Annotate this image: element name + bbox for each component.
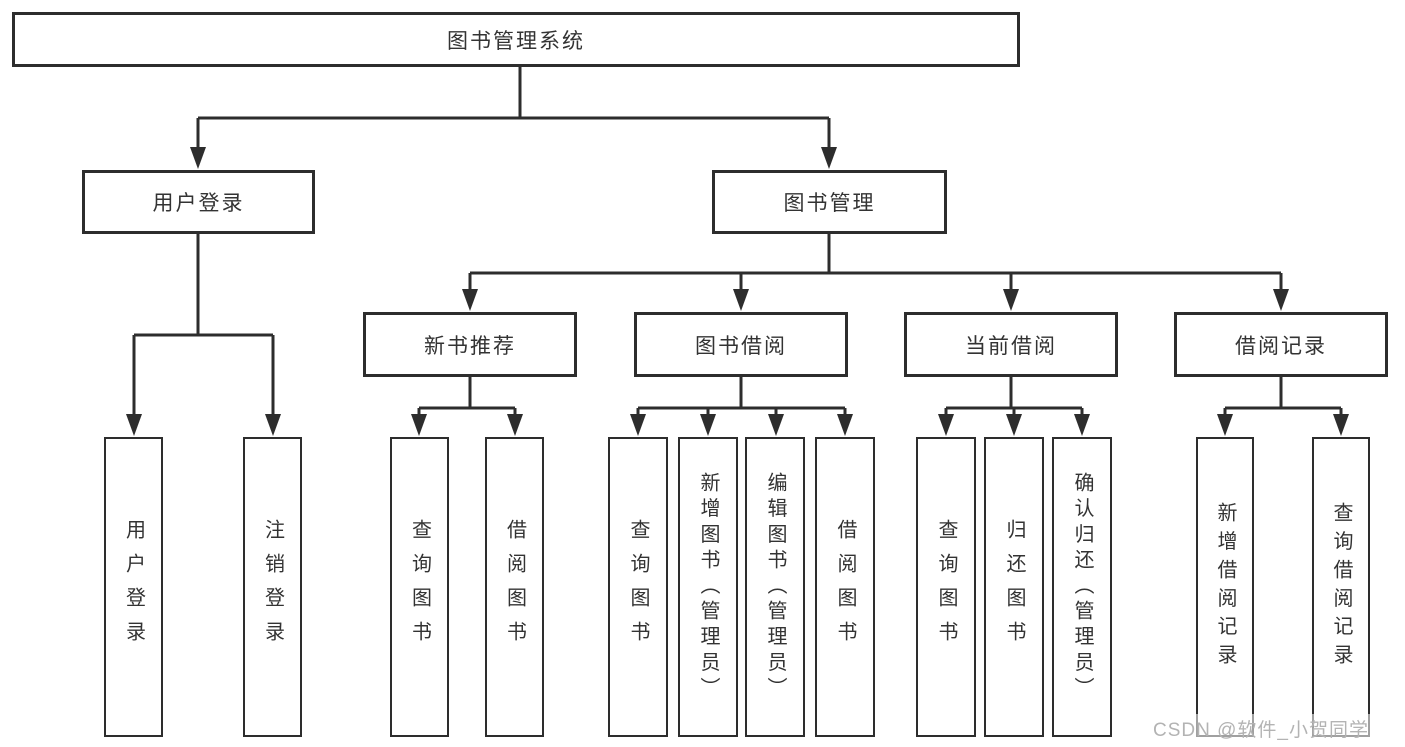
leaf-edit-books-admin: 编辑图书（管理员）: [745, 437, 805, 737]
arrow-leaf-2: [265, 414, 281, 436]
leaf-recommend-query-books-label: 查询图书: [408, 519, 431, 655]
leaf-borrow-query-books-label: 查询图书: [627, 519, 649, 655]
leaf-add-borrow-record-label: 新增借阅记录: [1214, 501, 1236, 673]
node-new-book-recommend-label: 新书推荐: [424, 334, 516, 358]
arrow-to-records: [1273, 289, 1289, 311]
leaf-confirm-return-admin-label: 确认归还（管理员）: [1071, 471, 1093, 703]
node-book-management-label: 图书管理: [783, 192, 876, 215]
node-current-borrow: 当前借阅: [904, 312, 1118, 377]
arrowheads: [126, 147, 1349, 436]
leaf-return-books: 归还图书: [984, 437, 1044, 737]
leaf-user-login-label: 用户登录: [122, 519, 145, 655]
arrow-leaf-6: [700, 414, 716, 436]
arrow-leaf-11: [1074, 414, 1090, 436]
leaf-query-borrow-record-label: 查询借阅记录: [1330, 501, 1352, 673]
leaf-return-books-label: 归还图书: [1003, 519, 1025, 655]
connector-group-current: [944, 377, 1084, 417]
arrow-to-book-management: [821, 147, 837, 169]
leaf-confirm-return-admin: 确认归还（管理员）: [1052, 437, 1112, 737]
arrow-leaf-7: [768, 414, 784, 436]
arrow-leaf-3: [411, 414, 427, 436]
leaf-add-books-admin-label: 新增图书（管理员）: [697, 471, 719, 703]
leaf-borrow-books: 借阅图书: [815, 437, 875, 737]
leaf-current-query-books-label: 查询图书: [935, 519, 957, 655]
arrow-leaf-10: [1006, 414, 1022, 436]
leaf-current-query-books: 查询图书: [916, 437, 976, 737]
connector-user-branch: [132, 234, 275, 417]
leaf-recommend-query-books: 查询图书: [390, 437, 449, 737]
leaf-borrow-query-books: 查询图书: [608, 437, 668, 737]
leaf-edit-books-admin-label: 编辑图书（管理员）: [764, 471, 786, 703]
arrow-leaf-4: [507, 414, 523, 436]
node-book-borrow: 图书借阅: [634, 312, 848, 377]
arrow-to-borrow: [733, 289, 749, 311]
arrow-leaf-1: [126, 414, 142, 436]
connector-group-borrow: [636, 377, 847, 417]
arrow-leaf-13: [1333, 414, 1349, 436]
connector-group-records: [1223, 377, 1343, 417]
connector-book-to-groups: [468, 234, 1283, 291]
arrow-to-user-login-branch: [190, 147, 206, 169]
arrow-leaf-8: [837, 414, 853, 436]
leaf-borrow-books-label: 借阅图书: [834, 519, 856, 655]
arrow-to-recommend: [462, 289, 478, 311]
leaf-logout: 注销登录: [243, 437, 302, 737]
leaf-add-borrow-record: 新增借阅记录: [1196, 437, 1254, 737]
leaf-user-login: 用户登录: [104, 437, 163, 737]
connector-root-to-level2: [196, 67, 831, 150]
node-root-label: 图书管理系统: [447, 29, 585, 53]
node-user-login-branch: 用户登录: [82, 170, 315, 234]
connector-group-recommend: [417, 377, 517, 417]
node-current-borrow-label: 当前借阅: [965, 334, 1057, 358]
node-book-borrow-label: 图书借阅: [695, 334, 787, 358]
node-new-book-recommend: 新书推荐: [363, 312, 577, 377]
node-book-management: 图书管理: [712, 170, 947, 234]
node-borrow-records-label: 借阅记录: [1235, 334, 1327, 358]
arrow-leaf-9: [938, 414, 954, 436]
node-borrow-records: 借阅记录: [1174, 312, 1388, 377]
csdn-watermark: CSDN @软件_小贺同学: [1150, 714, 1372, 743]
leaf-recommend-borrow-books-label: 借阅图书: [503, 519, 526, 655]
arrow-leaf-12: [1217, 414, 1233, 436]
leaf-query-borrow-record: 查询借阅记录: [1312, 437, 1370, 737]
leaf-recommend-borrow-books: 借阅图书: [485, 437, 544, 737]
arrow-leaf-5: [630, 414, 646, 436]
arrow-to-current: [1003, 289, 1019, 311]
node-root-system: 图书管理系统: [12, 12, 1020, 67]
leaf-logout-label: 注销登录: [261, 519, 284, 655]
node-user-login-label: 用户登录: [152, 192, 245, 215]
leaf-add-books-admin: 新增图书（管理员）: [678, 437, 738, 737]
